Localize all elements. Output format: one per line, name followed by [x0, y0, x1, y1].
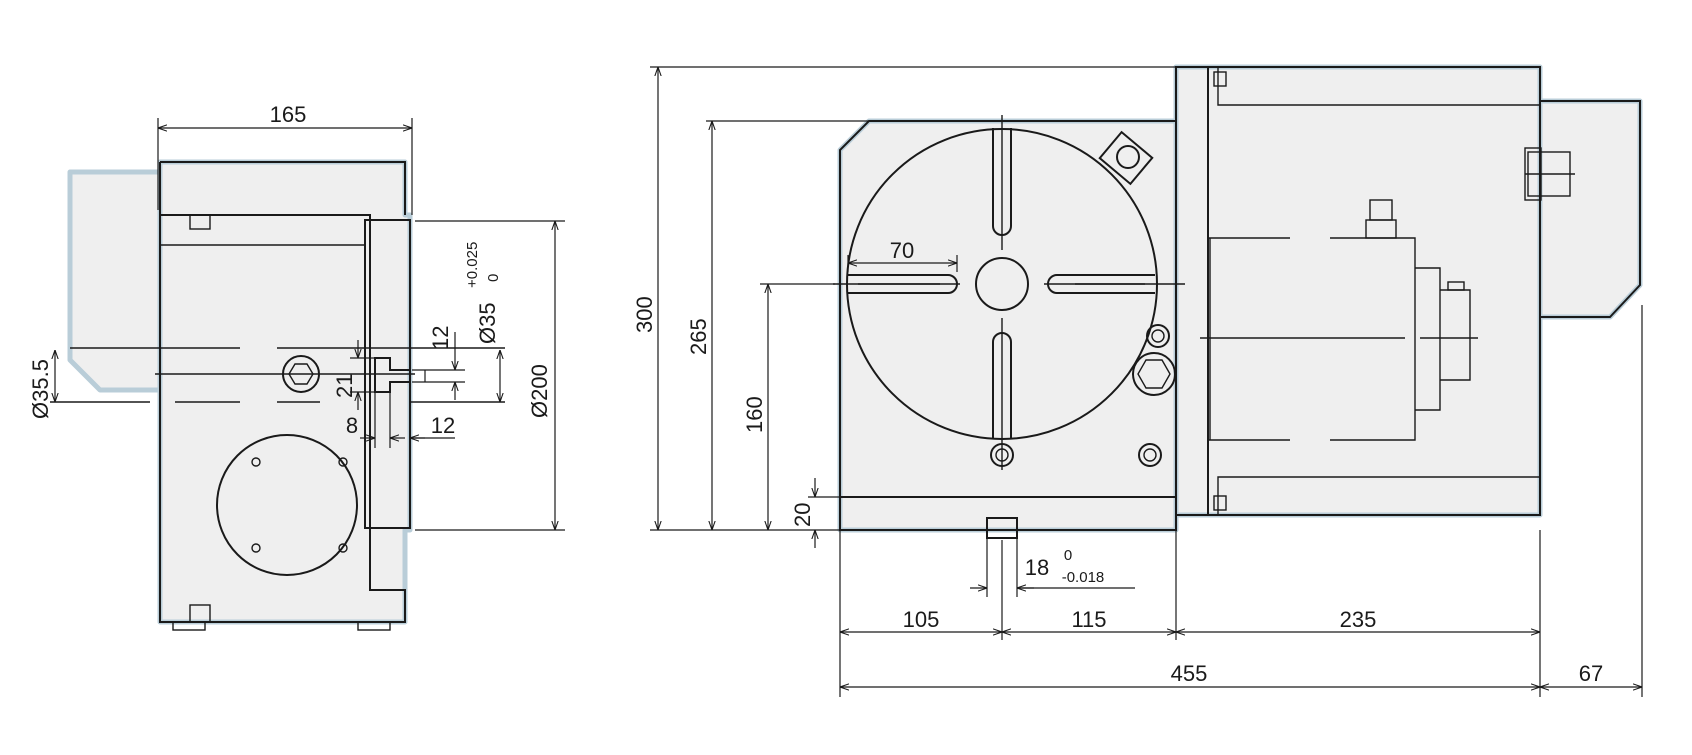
dim-18-tol-upper: 0: [1064, 547, 1072, 564]
dim-slot-21: 21: [332, 374, 357, 398]
left-view: 165 Ø35.5 Ø200 Ø35 +0.025 0 12 21: [28, 102, 565, 631]
dim-dia-35: Ø35: [475, 302, 500, 344]
dim-115: 115: [1071, 607, 1106, 632]
dim-slot-8: 8: [346, 413, 358, 438]
dim-235: 235: [1340, 607, 1377, 632]
angled-fitting: [1098, 130, 1154, 186]
dim-300: 300: [632, 296, 657, 333]
dim-dia-35-tol-upper: +0.025: [464, 242, 481, 288]
right-view: 300 265 160 20 70 18 0 -0.018: [632, 64, 1643, 697]
right-hex-fitting: [1132, 352, 1176, 396]
left-top-lug: [189, 214, 211, 230]
dim-105: 105: [903, 607, 940, 632]
center-bore: [975, 257, 1029, 311]
dim-165: 165: [270, 102, 307, 127]
dim-18-tol-lower: -0.018: [1062, 569, 1105, 586]
right-table-body: [837, 118, 1179, 533]
dim-70: 70: [890, 238, 914, 263]
left-motor-housing: [67, 169, 163, 393]
left-motor-flange: [216, 434, 358, 576]
key-block: [986, 517, 1018, 539]
right-housing: [1173, 64, 1543, 518]
dim-dia-35-tol-lower: 0: [485, 274, 502, 282]
dim-dia-35-5: Ø35.5: [28, 359, 53, 419]
right-motor-cover: [1537, 98, 1643, 320]
dim-slot-12-horizontal: 12: [431, 413, 455, 438]
dim-455: 455: [1171, 661, 1208, 686]
dim-18: 18: [1025, 555, 1049, 580]
dim-dia-200: Ø200: [527, 364, 552, 418]
left-faceplate: [364, 219, 411, 529]
dim-67: 67: [1579, 661, 1603, 686]
left-main-outline: [159, 161, 406, 623]
dim-slot-12-vertical: 12: [428, 326, 453, 350]
dim-20: 20: [790, 503, 815, 527]
dim-265: 265: [686, 318, 711, 355]
dim-160: 160: [742, 396, 767, 433]
